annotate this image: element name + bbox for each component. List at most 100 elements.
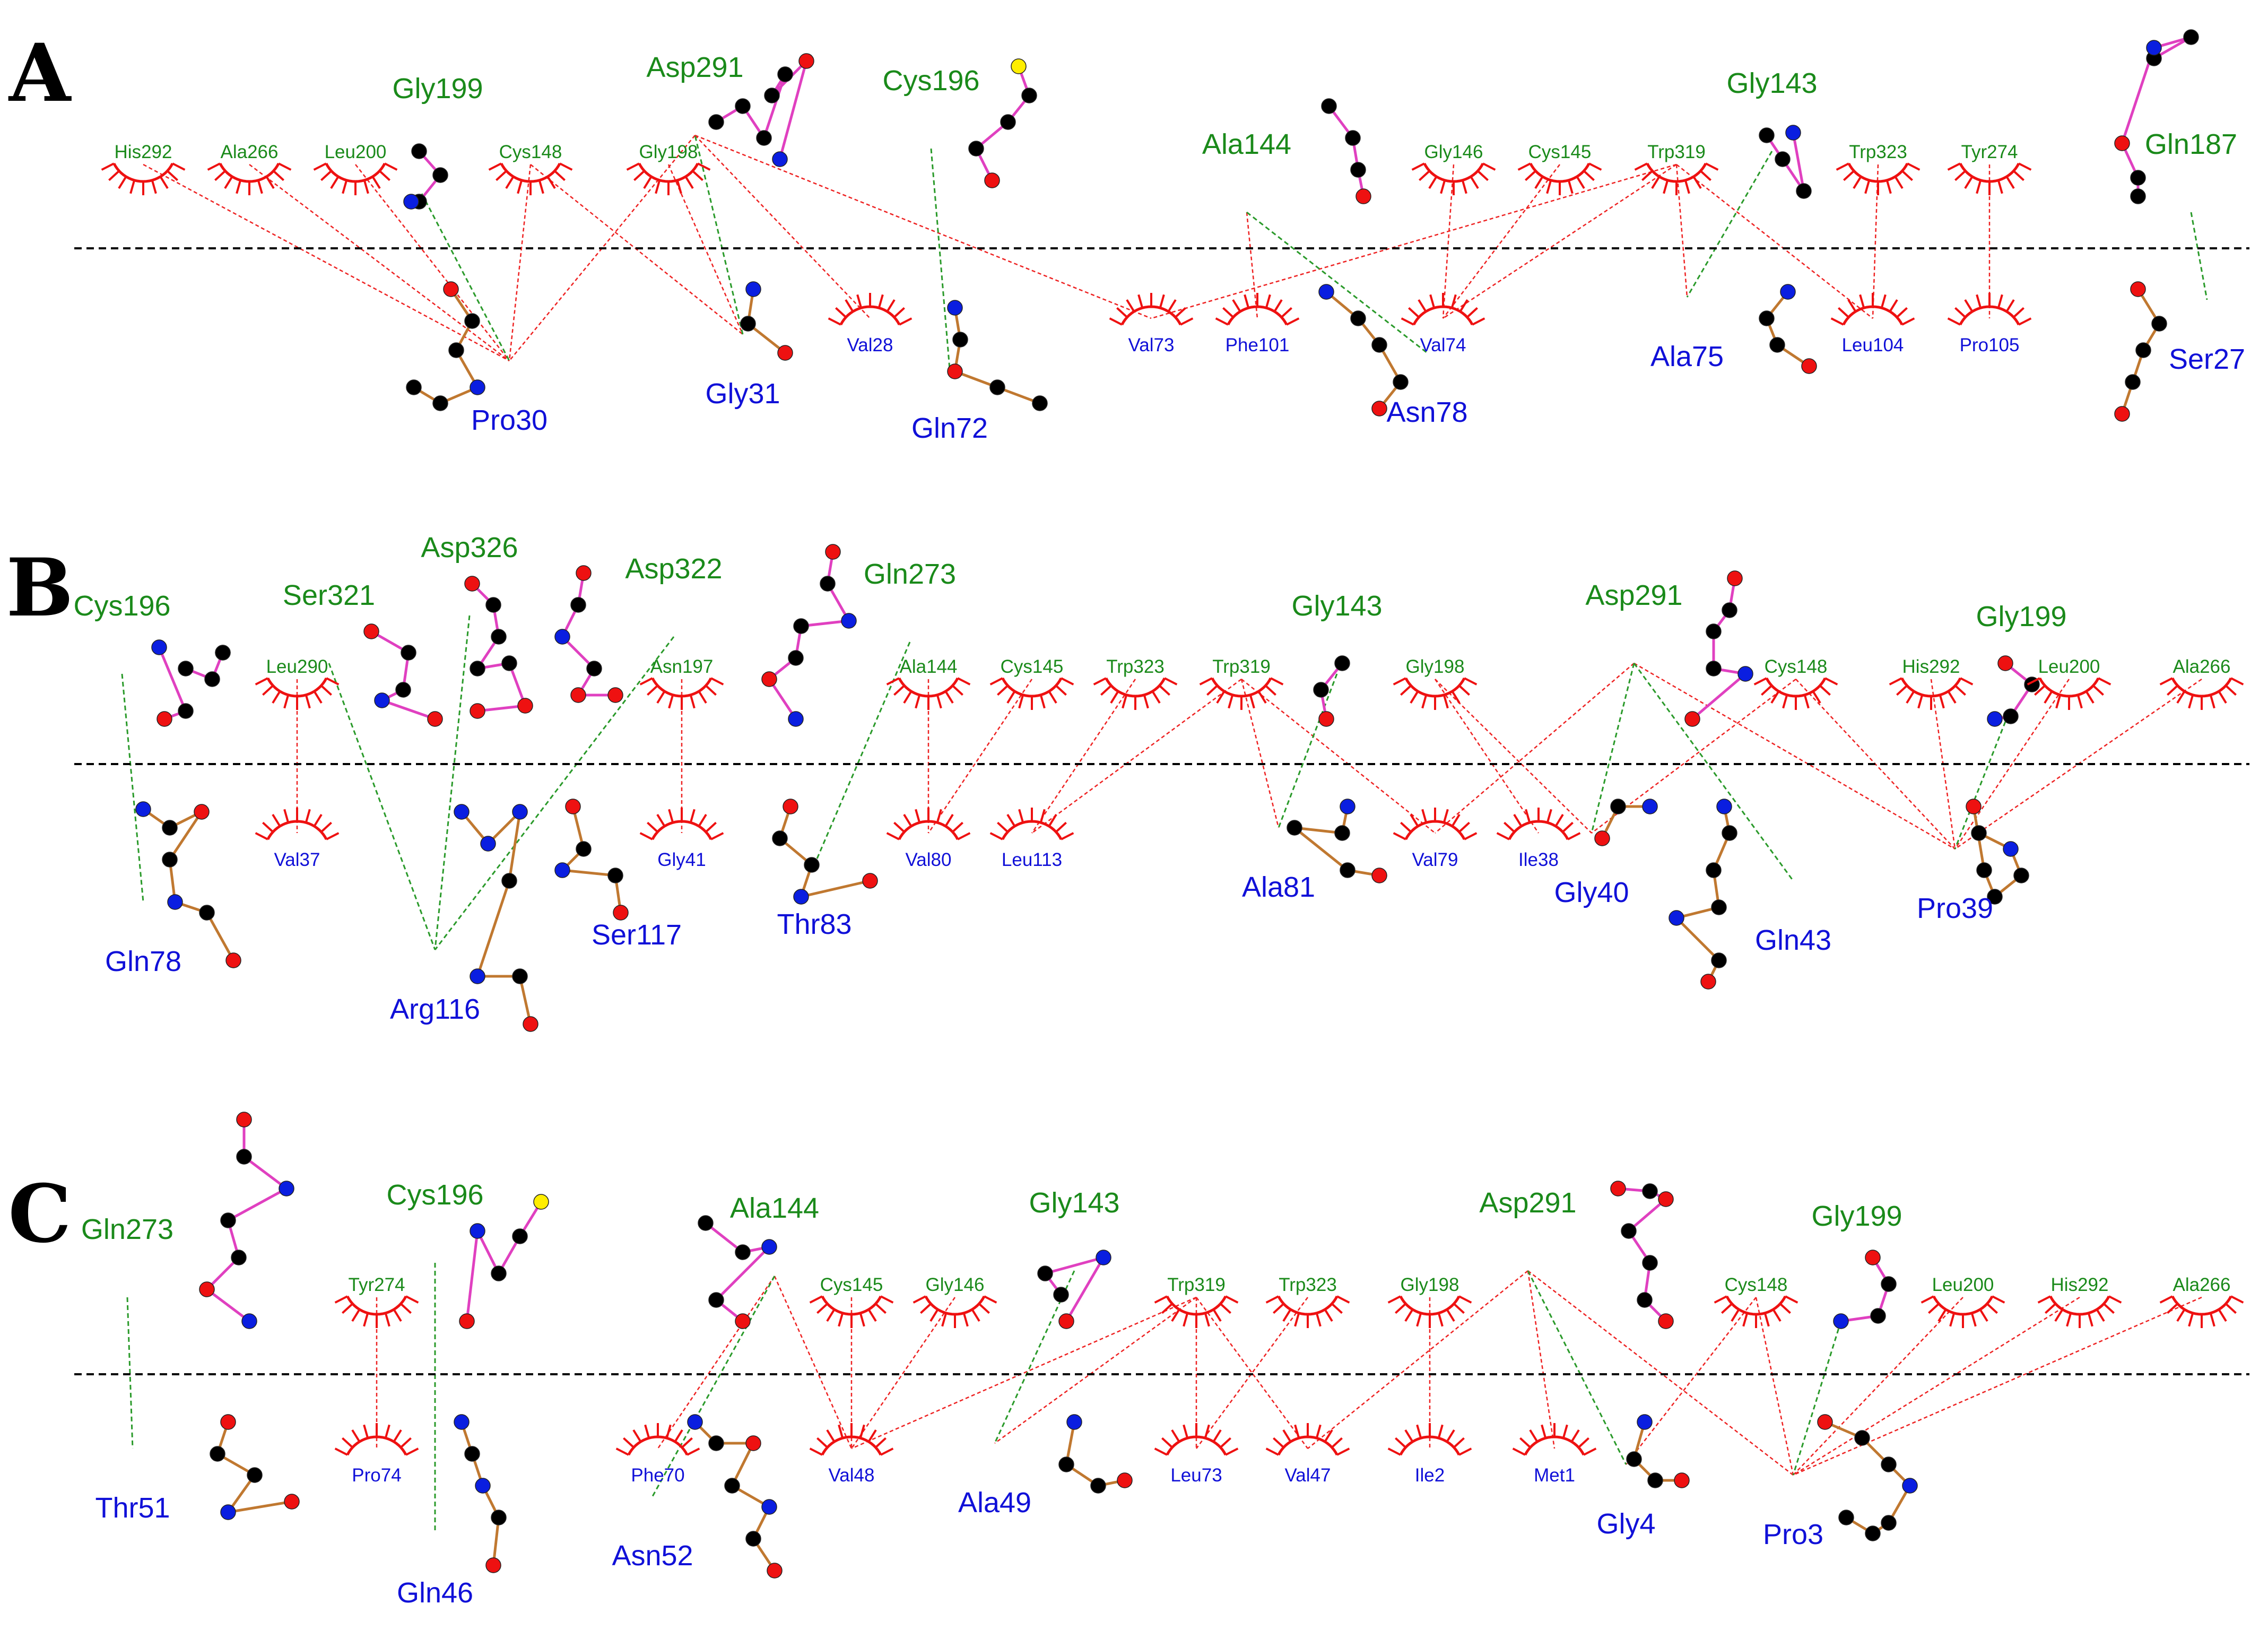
atom-c bbox=[1037, 1265, 1053, 1281]
atom-c bbox=[2125, 374, 2141, 390]
residue-fragment bbox=[135, 801, 241, 968]
residue-label-bottom: Asn52 bbox=[612, 1540, 693, 1572]
atom-c bbox=[793, 618, 809, 634]
residue-label-top: Cys196 bbox=[386, 1179, 483, 1211]
hydrophobic-contact-icon bbox=[1517, 162, 1602, 195]
atom-o bbox=[1594, 830, 1610, 846]
hydrogen-bond-line bbox=[1591, 663, 1635, 834]
residue-label-bottom: Pro39 bbox=[1917, 892, 1993, 924]
atom-c bbox=[1393, 374, 1409, 390]
atom-c bbox=[2183, 29, 2199, 45]
hydrophobic-contact-line bbox=[694, 135, 871, 319]
atom-c bbox=[1722, 825, 1737, 841]
hydrophobic-label-bottom: Val73 bbox=[1128, 335, 1175, 356]
residue-fragment bbox=[554, 799, 629, 921]
atom-c bbox=[432, 167, 448, 183]
atom-n bbox=[772, 151, 788, 167]
hydrophobic-contact-icon bbox=[1393, 808, 1478, 840]
residue-label-top: Cys196 bbox=[882, 65, 979, 97]
hydrophobic-label-top: Gly198 bbox=[1401, 1274, 1459, 1295]
hydrophobic-contact-line bbox=[1246, 212, 1258, 319]
hydrophobic-label-bottom: Val47 bbox=[1285, 1465, 1331, 1486]
hydrophobic-contact-icon bbox=[1496, 808, 1581, 840]
residue-label-top: Gly143 bbox=[1726, 67, 1817, 99]
atom-c bbox=[247, 1467, 263, 1483]
atom-n bbox=[1780, 284, 1796, 300]
hydrophobic-contact-line bbox=[1755, 1297, 1794, 1476]
atom-c bbox=[708, 1292, 724, 1308]
atom-c bbox=[432, 395, 448, 411]
atom-c bbox=[1769, 337, 1785, 353]
atom-n bbox=[793, 889, 809, 905]
atom-o bbox=[464, 576, 480, 592]
residue-fragment bbox=[464, 576, 533, 719]
atom-c bbox=[1706, 623, 1722, 639]
atom-c bbox=[1021, 88, 1037, 103]
atom-c bbox=[772, 830, 788, 846]
hydrophobic-contact-line bbox=[1031, 679, 1136, 834]
hydrophobic-contact-icon bbox=[1947, 162, 2032, 195]
atom-s bbox=[1011, 58, 1027, 74]
panel-label: C bbox=[8, 1167, 71, 1261]
residue-label-top: Gln187 bbox=[2145, 128, 2237, 160]
atom-c bbox=[1854, 1430, 1870, 1446]
atom-o bbox=[1801, 358, 1817, 374]
atom-o bbox=[862, 873, 878, 889]
atom-c bbox=[464, 1446, 480, 1462]
hydrophobic-label-bottom: Pro74 bbox=[352, 1465, 401, 1486]
residue-fragment bbox=[1669, 799, 1737, 990]
hydrophobic-label-top: Cys148 bbox=[1725, 1274, 1788, 1295]
hydrophobic-contact-line bbox=[249, 164, 510, 361]
atom-c bbox=[411, 143, 427, 159]
residue-label-bottom: Ala49 bbox=[958, 1487, 1031, 1519]
hydrophobic-label-top: Ala266 bbox=[2173, 656, 2231, 677]
hydrophobic-contact-icon bbox=[1889, 677, 1974, 710]
residue-label-bottom: Thr83 bbox=[777, 908, 851, 940]
atom-c bbox=[178, 703, 194, 719]
hydrophobic-label-top: His292 bbox=[2051, 1274, 2109, 1295]
hydrophobic-contact-line bbox=[657, 1276, 776, 1449]
hydrophobic-label-bottom: Pro105 bbox=[1960, 335, 2020, 356]
atom-c bbox=[804, 857, 820, 873]
hydrogen-bond-line bbox=[1792, 1321, 1842, 1476]
hydrogen-bond-line bbox=[651, 1276, 776, 1497]
atom-o bbox=[470, 703, 485, 719]
atom-o bbox=[798, 53, 814, 69]
atom-c bbox=[512, 1228, 528, 1244]
atom-c bbox=[1759, 127, 1775, 143]
atom-c bbox=[1706, 862, 1722, 878]
atom-n bbox=[454, 1414, 470, 1430]
hydrogen-bond-line bbox=[694, 135, 744, 335]
atom-c bbox=[788, 650, 804, 666]
atom-c bbox=[1058, 1456, 1074, 1472]
atom-n bbox=[279, 1181, 294, 1197]
atom-c bbox=[401, 645, 416, 661]
atom-c bbox=[2130, 170, 2146, 186]
atom-o bbox=[1674, 1472, 1690, 1488]
atom-o bbox=[783, 799, 798, 814]
hydrophobic-label-top: Trp323 bbox=[1279, 1274, 1337, 1295]
atom-o bbox=[443, 281, 459, 297]
panel-label: B bbox=[6, 541, 74, 635]
atom-c bbox=[708, 114, 724, 130]
hydrophobic-contact-line bbox=[1031, 678, 1242, 834]
atom-o bbox=[1355, 188, 1371, 204]
atom-c bbox=[1881, 1456, 1897, 1472]
hydrophobic-contact-icon bbox=[1830, 293, 1915, 326]
atom-n bbox=[220, 1504, 236, 1520]
residue-label-bottom: Asn78 bbox=[1386, 396, 1467, 428]
residue-label-bottom: Gln46 bbox=[397, 1577, 473, 1609]
atom-c bbox=[820, 576, 836, 592]
hydrophobic-contact-icon bbox=[2159, 677, 2244, 710]
atom-c bbox=[1642, 1183, 1658, 1199]
hydrophobic-label-top: Trp319 bbox=[1647, 142, 1706, 162]
hydrophobic-contact-icon bbox=[1154, 1423, 1239, 1456]
residue-label-bottom: Gln43 bbox=[1755, 924, 1831, 956]
atom-o bbox=[1117, 1472, 1133, 1488]
residue-label-bottom: Ser27 bbox=[2169, 343, 2245, 375]
atom-c bbox=[1371, 337, 1387, 353]
atom-c bbox=[1090, 1478, 1106, 1494]
residue-fragment bbox=[1058, 1414, 1133, 1494]
hydrophobic-contact-icon bbox=[1093, 677, 1178, 710]
